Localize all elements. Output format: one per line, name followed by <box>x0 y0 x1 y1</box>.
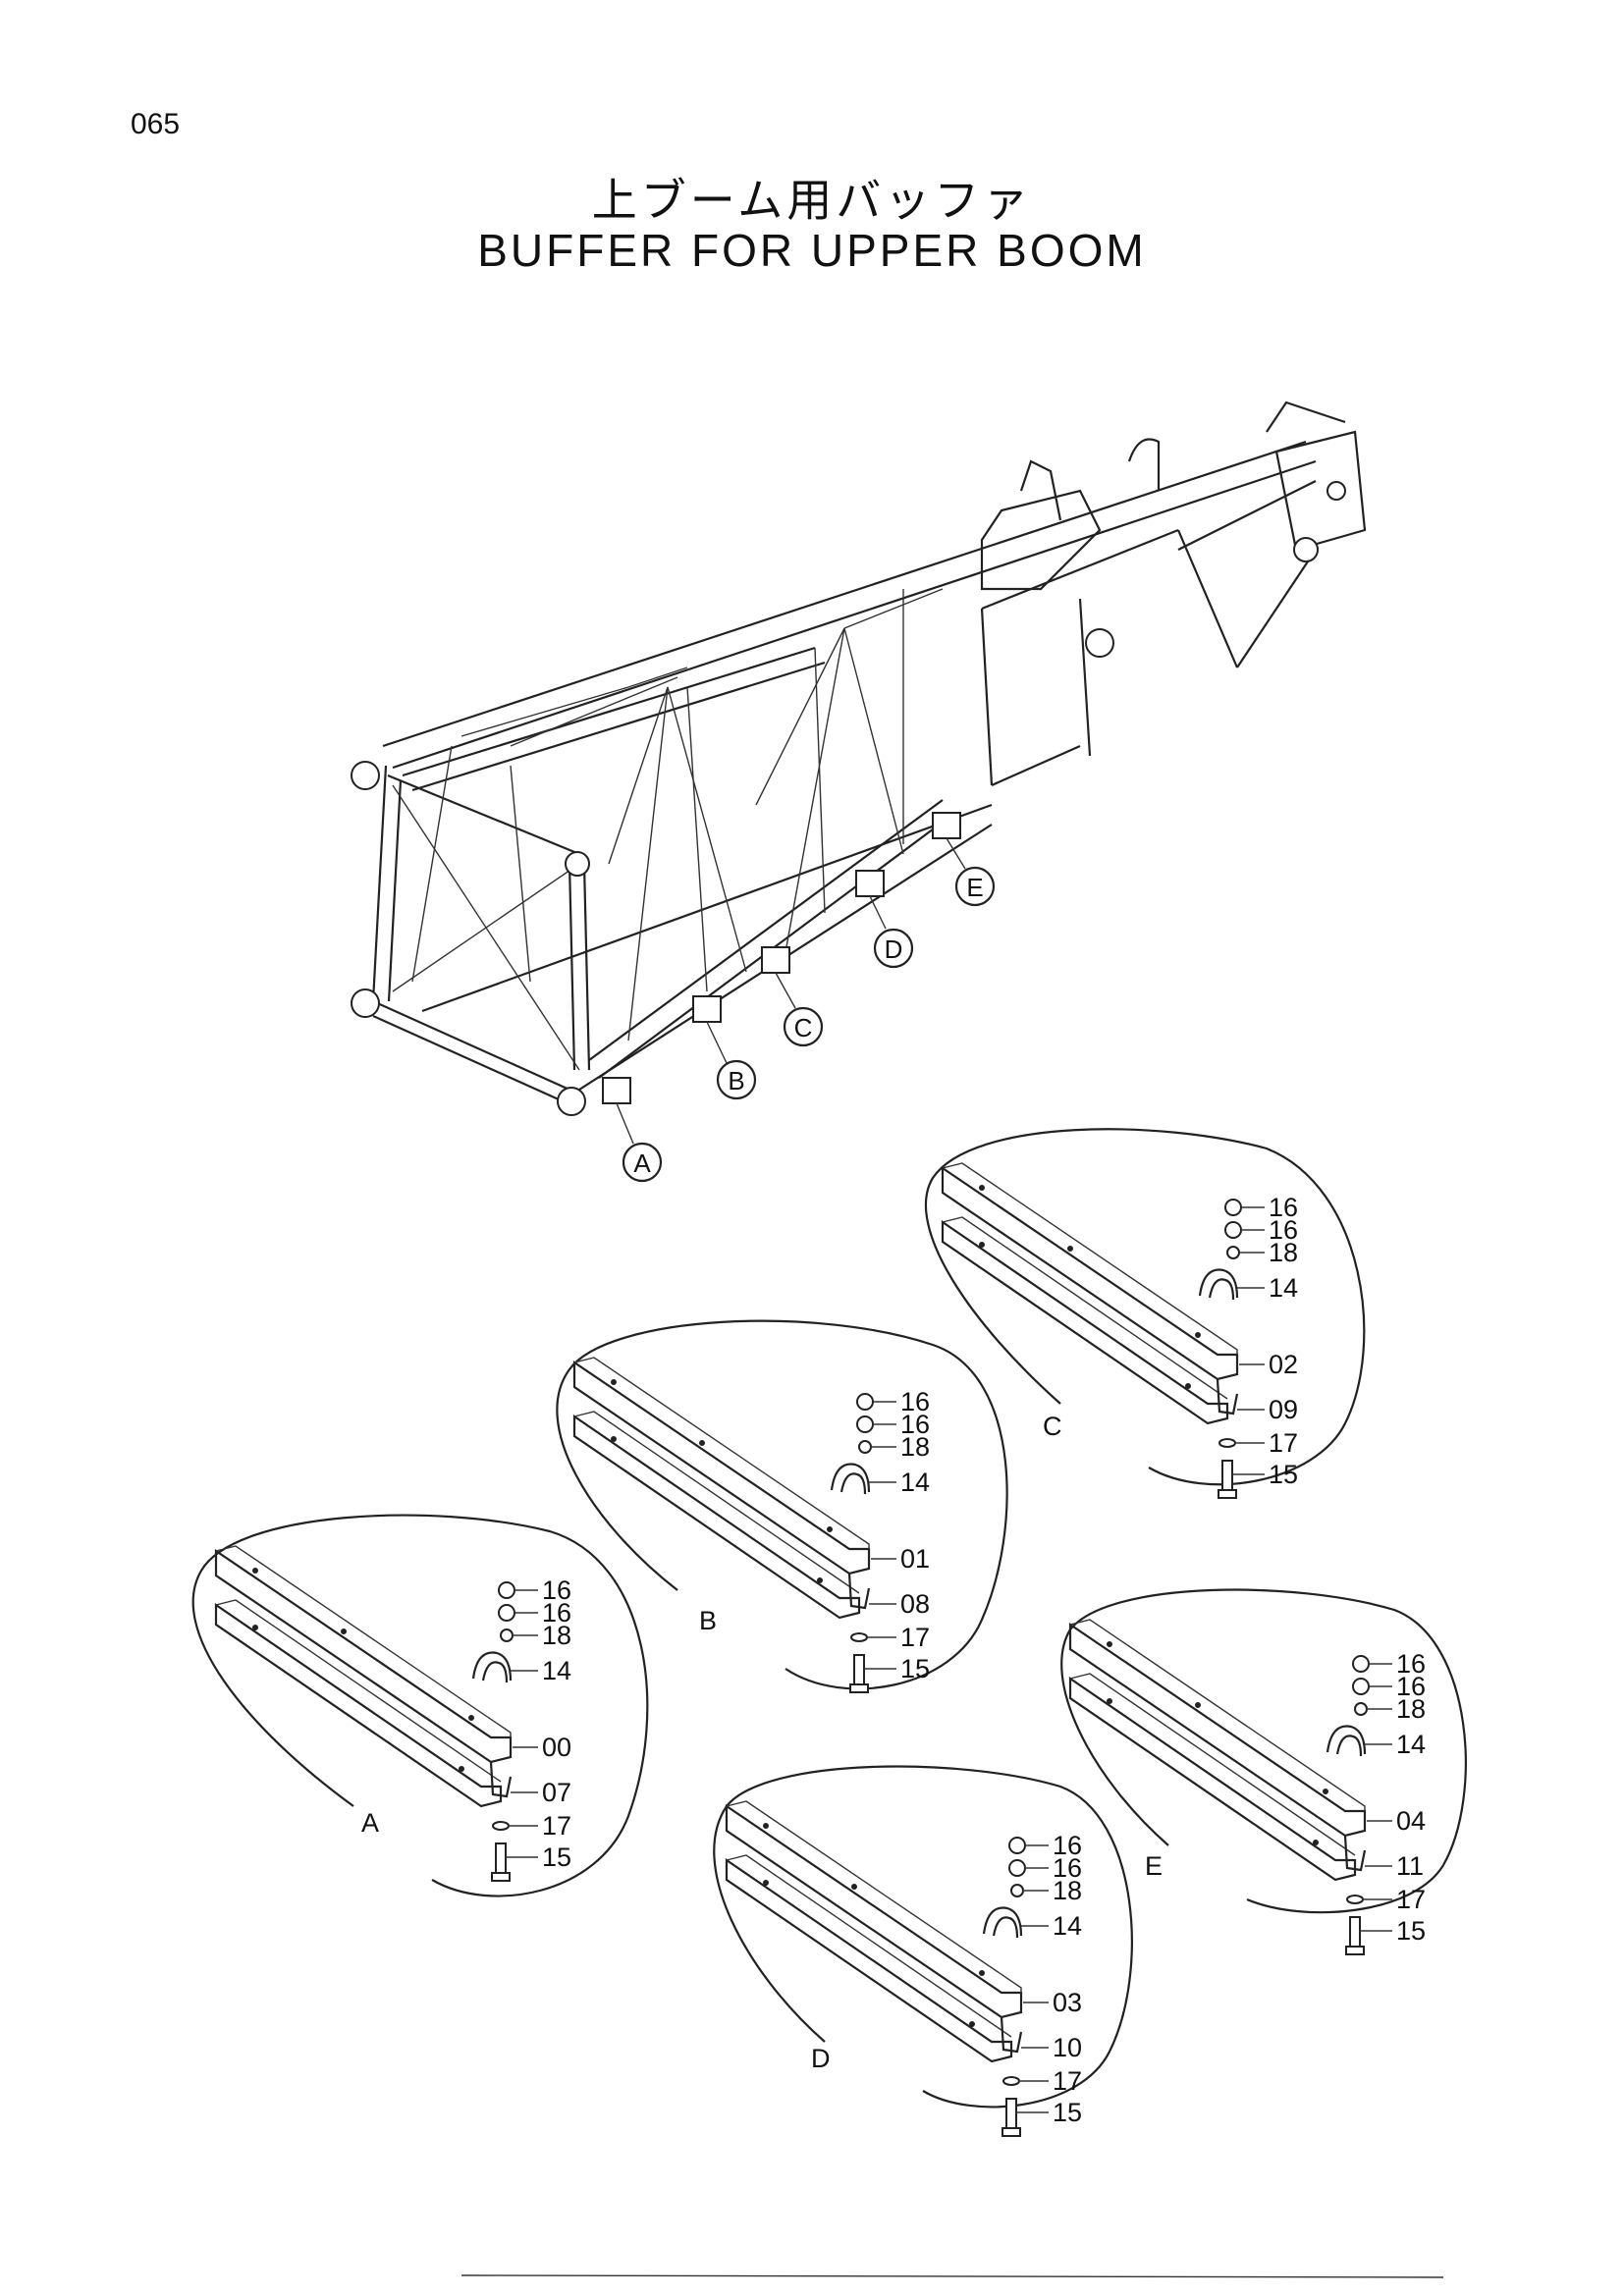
detail-c-part-5: 02 <box>1269 1350 1298 1379</box>
detail-b-part-2: 16 <box>900 1410 930 1439</box>
detail-e-part-8: 15 <box>1396 1916 1426 1946</box>
detail-a-part-5: 00 <box>542 1733 571 1762</box>
callout-b-label: B <box>728 1066 744 1095</box>
detail-e-part-3: 18 <box>1396 1694 1426 1724</box>
detail-c-part-2: 16 <box>1269 1215 1298 1245</box>
detail-d-part-4: 14 <box>1053 1911 1082 1941</box>
detail-b-part-3: 18 <box>900 1432 930 1462</box>
detail-b-part-8: 15 <box>900 1654 930 1683</box>
detail-a-outline <box>191 1514 649 1897</box>
detail-c-part-7: 17 <box>1269 1428 1298 1458</box>
detail-c-part-6: 09 <box>1269 1395 1298 1424</box>
title-japanese: 上ブーム用バッファ <box>591 174 1033 227</box>
detail-e-part-6: 11 <box>1396 1851 1424 1881</box>
detail-c: 16 16 18 14 02 09 17 15 C <box>924 1128 1366 1500</box>
detail-a-part-6: 07 <box>542 1778 571 1807</box>
detail-e-part-4: 14 <box>1396 1730 1426 1759</box>
detail-e-part-2: 16 <box>1396 1672 1426 1701</box>
detail-e-part-5: 04 <box>1396 1806 1426 1836</box>
detail-b-part-4: 14 <box>900 1468 930 1497</box>
detail-c-letter: C <box>1043 1412 1062 1441</box>
callout-c: C <box>783 1006 824 1047</box>
detail-a-part-1: 16 <box>542 1575 571 1605</box>
callout-e-label: E <box>966 873 983 902</box>
detail-e-part-1: 16 <box>1396 1649 1426 1679</box>
detail-d-outline <box>713 1765 1133 2109</box>
upper-boom-drawing <box>351 400 1367 1145</box>
callout-e: E <box>954 866 996 907</box>
detail-a-part-7: 17 <box>542 1811 571 1841</box>
page-number: 065 <box>131 108 181 140</box>
detail-d-part-5: 03 <box>1053 1988 1082 2017</box>
bottom-rule <box>460 2274 1444 2278</box>
callout-c-label: C <box>794 1013 813 1042</box>
detail-b: 16 16 18 14 01 08 17 15 B <box>556 1319 1008 1694</box>
detail-b-part-1: 16 <box>900 1387 930 1416</box>
detail-e: 16 16 18 14 04 11 17 15 E <box>1060 1588 1467 1956</box>
detail-b-part-7: 17 <box>900 1623 930 1652</box>
callout-b: B <box>716 1059 757 1100</box>
detail-e-part-7: 17 <box>1396 1885 1426 1914</box>
detail-d-part-1: 16 <box>1053 1831 1082 1860</box>
callout-d-label: D <box>885 934 903 964</box>
callout-a-label: A <box>633 1148 651 1178</box>
detail-a: 16 16 18 14 00 07 17 15 A <box>191 1514 649 1897</box>
detail-a-part-3: 18 <box>542 1621 571 1650</box>
detail-a-part-2: 16 <box>542 1598 571 1628</box>
detail-c-part-3: 18 <box>1269 1238 1298 1267</box>
detail-e-outline <box>1060 1588 1467 1914</box>
detail-a-letter: A <box>361 1808 379 1838</box>
detail-b-letter: B <box>699 1606 717 1635</box>
detail-d-part-8: 15 <box>1053 2098 1082 2127</box>
detail-c-part-8: 15 <box>1269 1460 1298 1489</box>
detail-d-part-6: 10 <box>1053 2033 1082 2062</box>
detail-d-part-3: 18 <box>1053 1876 1082 1905</box>
detail-d: 16 16 18 14 03 10 17 15 D <box>713 1765 1133 2138</box>
detail-a-part-8: 15 <box>542 1842 571 1872</box>
detail-b-outline <box>556 1319 1008 1690</box>
detail-a-part-4: 14 <box>542 1656 571 1685</box>
title-english: BUFFER FOR UPPER BOOM <box>477 225 1147 276</box>
detail-b-part-5: 01 <box>900 1544 930 1574</box>
detail-d-part-2: 16 <box>1053 1853 1082 1883</box>
detail-d-letter: D <box>811 2044 831 2073</box>
detail-c-part-1: 16 <box>1269 1193 1298 1222</box>
detail-c-outline <box>924 1128 1366 1486</box>
detail-e-letter: E <box>1145 1851 1163 1881</box>
callout-d: D <box>873 928 914 969</box>
detail-b-part-6: 08 <box>900 1589 930 1619</box>
detail-d-part-7: 17 <box>1053 2066 1082 2096</box>
callout-a: A <box>622 1142 663 1183</box>
detail-c-part-4: 14 <box>1269 1273 1298 1303</box>
